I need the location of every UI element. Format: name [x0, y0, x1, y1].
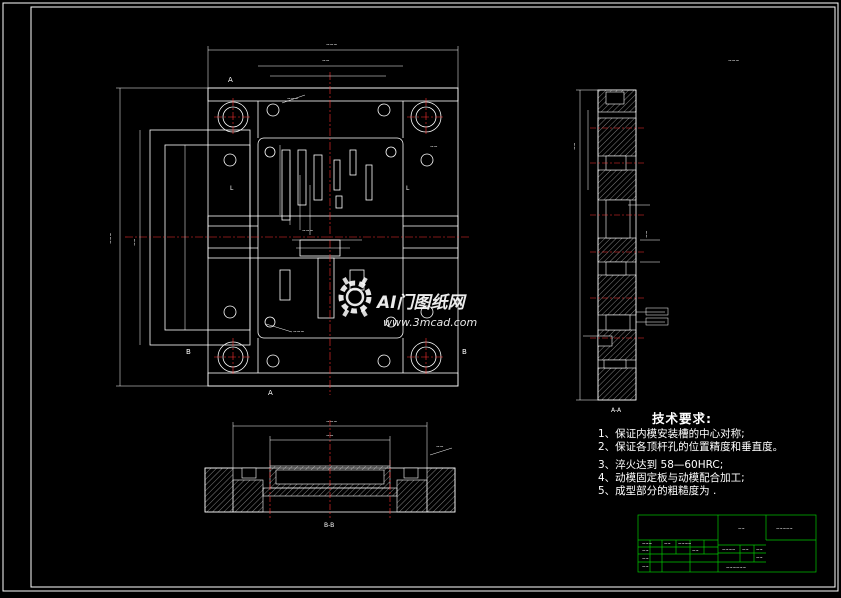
- svg-text:~~: ~~: [326, 434, 334, 439]
- section-aa-centerlines: [590, 127, 645, 339]
- tech-requirement-item: 4、动模固定板与动模配合加工;: [598, 472, 745, 484]
- svg-text:~~: ~~: [642, 564, 649, 569]
- svg-text:~~~~: ~~~~: [678, 541, 691, 546]
- svg-text:~~: ~~: [756, 547, 763, 552]
- watermark-brand: AI门图纸网: [377, 293, 465, 313]
- svg-text:~~: ~~: [133, 238, 138, 246]
- svg-text:~~: ~~: [322, 59, 330, 64]
- svg-text:~~: ~~: [642, 548, 649, 553]
- svg-text:~~~~: ~~~~: [722, 547, 735, 552]
- tech-requirement-item: 1、保证内模安装槽的中心对称;: [598, 428, 745, 440]
- svg-text:~~: ~~: [664, 541, 671, 546]
- svg-text:~~: ~~: [738, 526, 745, 531]
- inner-frame: [30, 6, 836, 588]
- plan-centerlines: [125, 72, 470, 395]
- tech-requirement-item: 5、成型部分的粗糙度为 .: [598, 485, 717, 497]
- svg-text:~~: ~~: [642, 556, 649, 561]
- side-mark-left: B: [186, 348, 191, 356]
- svg-text:~~~: ~~~: [326, 43, 338, 48]
- svg-text:~~: ~~: [645, 230, 650, 238]
- section-mark-top: A: [228, 76, 233, 84]
- title-block: [637, 514, 817, 573]
- watermark-url: www.3mcad.com: [383, 316, 478, 329]
- tech-requirement-item: 2、保证各顶杆孔的位置精度和垂直度。: [598, 441, 784, 453]
- svg-text:~~~: ~~~: [642, 541, 652, 546]
- section-aa-view: [597, 89, 637, 401]
- svg-text:~~~: ~~~: [293, 330, 305, 335]
- svg-text:~~~: ~~~: [287, 97, 299, 102]
- cavity-insert: [257, 137, 404, 339]
- svg-text:~~: ~~: [430, 145, 438, 150]
- section-aa-dimensions: [576, 89, 669, 401]
- section-bb-dim-text: ~~~ ~~ ~~: [326, 420, 444, 450]
- section-mark-bottom: A: [268, 389, 273, 397]
- plan-note-l: L: [230, 185, 234, 192]
- section-bb-dimensions: [232, 422, 453, 468]
- svg-text:~~~: ~~~: [728, 59, 740, 64]
- tech-requirements-title: 技术要求:: [652, 411, 712, 426]
- svg-text:~~~: ~~~: [109, 232, 114, 244]
- svg-text:~~: ~~: [573, 142, 578, 150]
- svg-text:~~~: ~~~: [302, 229, 314, 234]
- section-bb-centerlines: [269, 420, 391, 518]
- svg-text:~~: ~~: [436, 445, 444, 450]
- side-mark-right: B: [462, 348, 467, 356]
- svg-text:~~: ~~: [742, 547, 749, 552]
- tech-requirement-item: 3、淬火达到 58—60HRC;: [598, 459, 724, 471]
- title-block-text: ~~ ~~~~~ ~~~ ~~ ~~~~ ~~ ~~ ~~ ~~ ~~~~ ~~…: [642, 526, 793, 570]
- plan-dimensions: [116, 46, 459, 387]
- svg-text:~~: ~~: [756, 555, 763, 560]
- plan-note-r: L: [406, 185, 410, 192]
- watermark-gear-icon: [338, 276, 372, 318]
- svg-text:~~: ~~: [692, 548, 699, 553]
- svg-text:~~~~~: ~~~~~: [776, 526, 793, 531]
- section-bb-label: B-B: [324, 522, 334, 529]
- section-aa-dim-text: ~~ ~~ ~~~: [573, 59, 740, 238]
- svg-text:~~~~~~: ~~~~~~: [726, 565, 746, 570]
- plan-dimension-text: ~~~ ~~ ~~~ ~~ ~~~ ~~~ ~~ ~~~: [109, 43, 438, 335]
- section-aa-label: A-A: [611, 407, 622, 414]
- svg-text:~~~: ~~~: [326, 420, 338, 425]
